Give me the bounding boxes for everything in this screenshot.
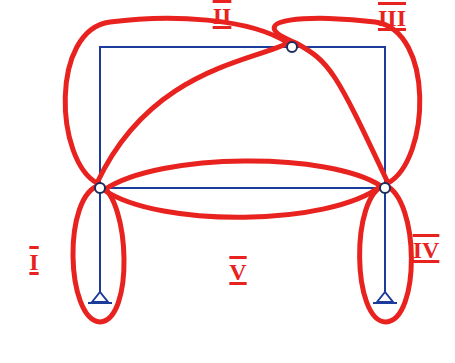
substructure-number: IV xyxy=(413,238,440,262)
hinges xyxy=(95,42,390,193)
substructure-loops xyxy=(65,18,420,322)
substructure-number: III xyxy=(378,6,406,30)
substructure-number: V xyxy=(229,260,246,284)
frame-members xyxy=(88,47,397,303)
substructure-number: II xyxy=(213,4,232,28)
substructure-number: I xyxy=(29,250,38,274)
